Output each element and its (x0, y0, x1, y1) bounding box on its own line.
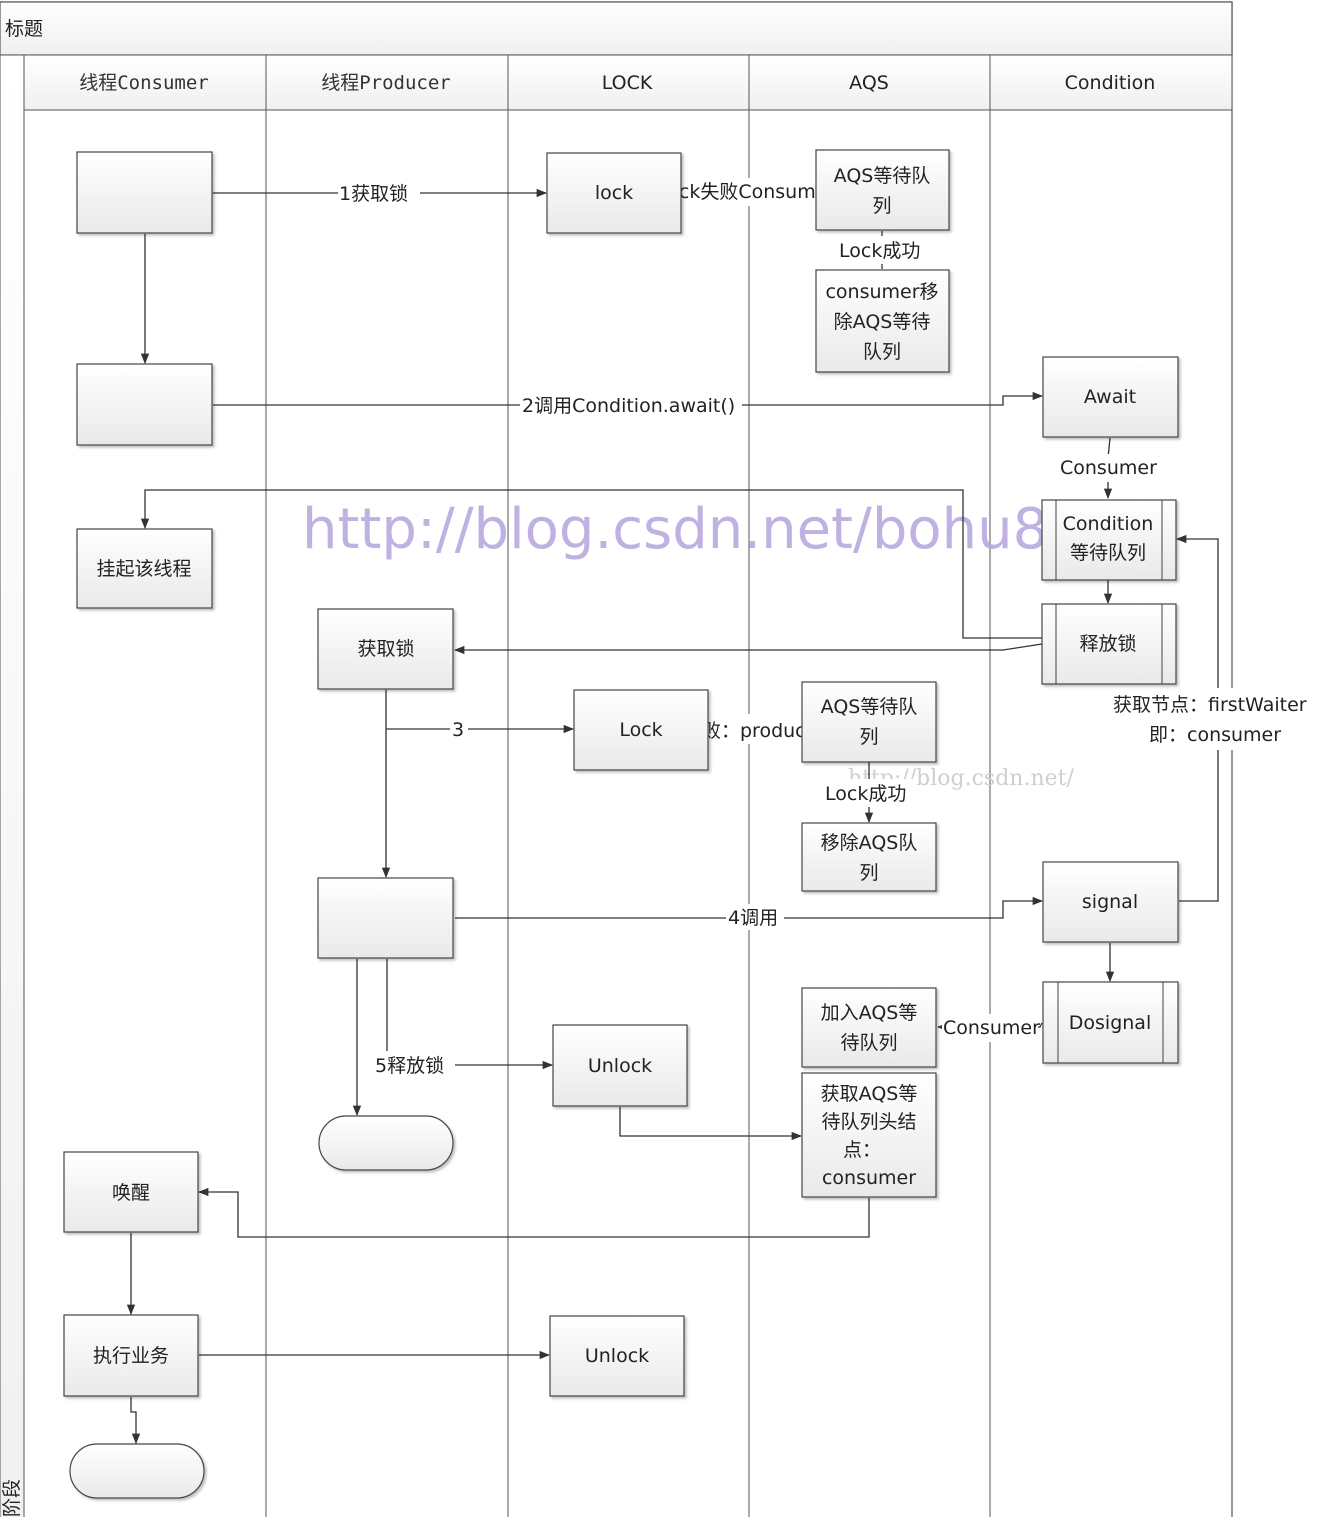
edge-label-consumer2: Consumer (943, 1017, 1040, 1039)
node-lock-1-label: lock (595, 182, 633, 204)
node-unlock-2[interactable]: Unlock (549, 1315, 685, 1397)
pool: 标题 阶段 线程Consumer 线程Producer LOCK AQS Con… (0, 1, 1233, 1517)
edge-label-signal: 4调用 (728, 907, 778, 929)
edge-label-release-lock: 5释放锁 (375, 1055, 444, 1077)
node-await-label: Await (1084, 386, 1136, 408)
edge-unlock-head (619, 1107, 803, 1141)
node-exec[interactable]: 执行业务 (63, 1314, 199, 1397)
pool-title-bar (0, 1, 1233, 56)
lane-header-aqs: AQS (849, 72, 889, 94)
node-wake-label: 唤醒 (112, 1182, 150, 1204)
node-lock-2[interactable]: Lock (573, 689, 709, 771)
node-aqs-head-label-b: 待队列头结 (821, 1111, 916, 1133)
edge-label-first-waiter-1: 获取节点：firstWaiter (1113, 694, 1307, 716)
node-release[interactable]: 释放锁 (1041, 603, 1177, 685)
node-aqs-remove-2-label-a: 移除AQS队 (821, 832, 918, 854)
phase-column (0, 54, 25, 1517)
node-aqs-wait-2-label-b: 列 (859, 726, 878, 748)
node-aqs-remove-2-label-b: 列 (859, 862, 878, 884)
node-suspend[interactable]: 挂起该线程 (76, 528, 213, 609)
node-aqs-wait-1[interactable]: AQS等待队 列 (815, 149, 950, 231)
producer-end-terminal[interactable] (318, 1115, 454, 1171)
node-aqs-remove-1[interactable]: consumer移 除AQS等待 队列 (815, 269, 950, 373)
edge-label-lock-fail-1: Lock失败Consumer (657, 181, 835, 203)
consumer-await-box[interactable] (76, 363, 213, 446)
edge-label-step3: 3 (452, 719, 464, 741)
node-lock-1[interactable]: lock (546, 152, 682, 234)
node-suspend-label: 挂起该线程 (96, 558, 191, 580)
node-release-label: 释放锁 (1079, 633, 1136, 655)
edge-label-consumer: Consumer (1060, 457, 1157, 479)
node-aqs-remove-1-label-b: 除AQS等待 (834, 311, 931, 333)
node-dosignal[interactable]: Dosignal (1042, 981, 1179, 1064)
node-aqs-remove-1-label-c: 队列 (863, 341, 901, 363)
node-producer-get-lock[interactable]: 获取锁 (317, 608, 454, 690)
edge-exec-end (130, 1397, 141, 1445)
consumer-start-box[interactable] (76, 151, 213, 234)
node-aqs-head[interactable]: 获取AQS等 待队列头结 点： consumer (801, 1072, 937, 1198)
node-aqs-wait-2-label-a: AQS等待队 (821, 696, 918, 718)
node-aqs-head-label-a: 获取AQS等 (821, 1083, 918, 1105)
pool-title: 标题 (5, 18, 43, 40)
node-aqs-remove-1-label-a: consumer移 (825, 281, 938, 303)
lane-header-consumer: 线程Consumer (79, 72, 209, 94)
node-unlock-2-label: Unlock (585, 1345, 649, 1367)
phase-label: 阶段 (1, 1479, 23, 1517)
edge-label-lock-ok-2: Lock成功 (825, 783, 906, 805)
edge-label-await: 2调用Condition.await() (522, 395, 735, 417)
node-aqs-add[interactable]: 加入AQS等 待队列 (801, 987, 937, 1068)
node-dosignal-label: Dosignal (1069, 1012, 1151, 1034)
node-wake[interactable]: 唤醒 (63, 1151, 199, 1233)
node-condition-queue-label-a: Condition (1063, 513, 1154, 535)
node-aqs-wait-1-label-b: 列 (872, 195, 891, 217)
node-aqs-wait-1-label-a: AQS等待队 (834, 165, 931, 187)
node-signal[interactable]: signal (1042, 861, 1179, 943)
edge-release-producer (453, 643, 1043, 655)
lane-header-producer: 线程Producer (321, 72, 451, 94)
node-await[interactable]: Await (1042, 356, 1179, 438)
node-lock-2-label: Lock (619, 719, 662, 741)
edge-head-wake (197, 1187, 870, 1238)
node-aqs-head-label-d: consumer (822, 1167, 916, 1189)
edge-release-suspend (140, 489, 1042, 639)
producer-signal-box[interactable] (317, 877, 454, 959)
node-aqs-add-label-b: 待队列 (840, 1032, 897, 1054)
lane-header-lock: LOCK (602, 72, 653, 94)
node-producer-get-lock-label: 获取锁 (357, 638, 414, 660)
node-condition-queue-label-b: 等待队列 (1070, 542, 1146, 564)
node-aqs-remove-2[interactable]: 移除AQS队 列 (801, 822, 937, 892)
node-aqs-head-label-c: 点： (843, 1139, 881, 1161)
watermark-main: http://blog.csdn.net/bohu83 (302, 497, 1084, 562)
node-condition-queue[interactable]: Condition 等待队列 (1041, 499, 1177, 581)
consumer-end-terminal[interactable] (69, 1443, 205, 1499)
node-exec-label: 执行业务 (93, 1345, 169, 1367)
node-aqs-add-label-a: 加入AQS等 (821, 1002, 918, 1024)
node-aqs-wait-2[interactable]: AQS等待队 列 (801, 681, 937, 763)
edge-label-lock-ok-1: Lock成功 (839, 240, 920, 262)
edge-label-get-lock: 1获取锁 (339, 183, 408, 205)
edge-label-first-waiter-2: 即：consumer (1149, 724, 1281, 746)
lane-header-condition: Condition (1065, 72, 1156, 94)
node-unlock-1-label: Unlock (588, 1055, 652, 1077)
edge-label-lock-fail-2: 失败：producer (683, 720, 825, 742)
lane-header-bar (23, 54, 1233, 111)
node-unlock-1[interactable]: Unlock (552, 1024, 688, 1107)
nodes: 挂起该线程 唤醒 执行业务 获取锁 lock Lock Unlo (63, 149, 1179, 1499)
node-signal-label: signal (1082, 891, 1138, 913)
